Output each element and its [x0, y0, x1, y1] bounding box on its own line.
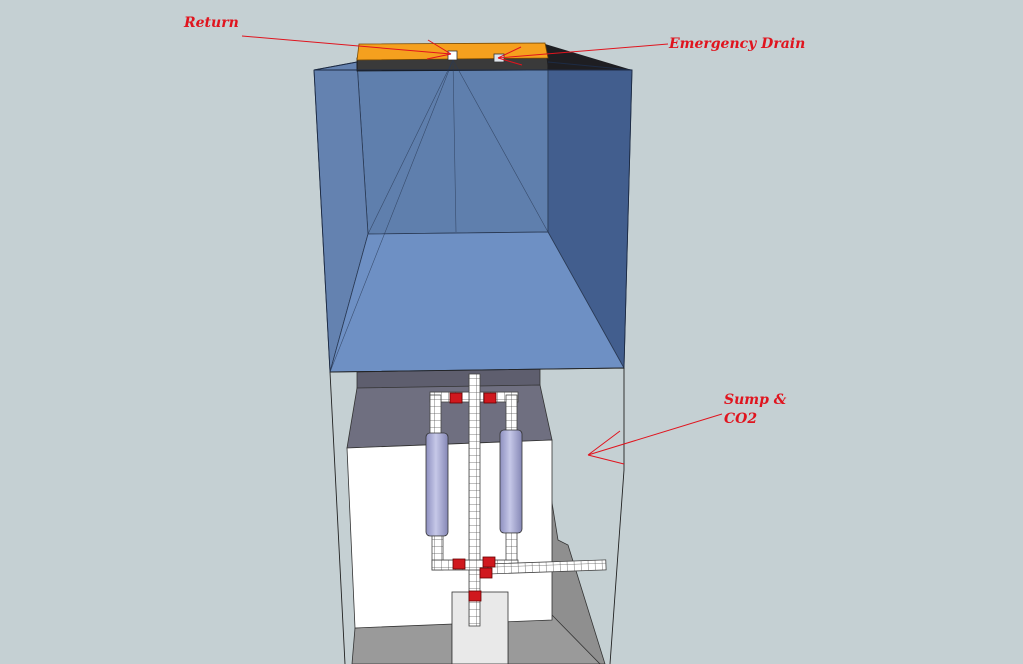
right-lower-pipe [505, 532, 518, 564]
sump-arrow [587, 413, 723, 465]
label-return: Return [184, 15, 239, 31]
fitting-bottom-left [452, 558, 466, 570]
fitting-bottom-center [482, 556, 496, 568]
label-sump-co2: Sump & CO2 [724, 391, 786, 429]
co2-plumbing [425, 373, 607, 627]
tank-outline [313, 61, 633, 373]
label-emergency-drain: Emergency Drain [669, 36, 806, 52]
return-arrow [241, 35, 452, 60]
center-vertical-pipe [468, 373, 481, 627]
annotations [241, 35, 723, 465]
fitting-top-left [449, 392, 463, 404]
label-sump-line2: CO2 [724, 411, 758, 427]
return-fitting [447, 50, 458, 61]
stand-floor [351, 621, 453, 664]
right-co2-reactor [499, 429, 523, 534]
right-riser-pipe [505, 394, 518, 436]
return-flow-lines [329, 59, 549, 373]
emergency-drain-arrow [497, 43, 669, 66]
fitting-bottom-tee [479, 567, 493, 579]
left-co2-reactor [425, 432, 449, 537]
fitting-drain [468, 590, 482, 602]
left-riser-pipe [429, 394, 442, 436]
fitting-top-right [483, 392, 497, 404]
tank-back-wall [356, 61, 549, 235]
label-sump-line1: Sump & [724, 392, 787, 408]
aquarium-tank [313, 42, 633, 664]
stand-frame-lines [329, 367, 625, 664]
